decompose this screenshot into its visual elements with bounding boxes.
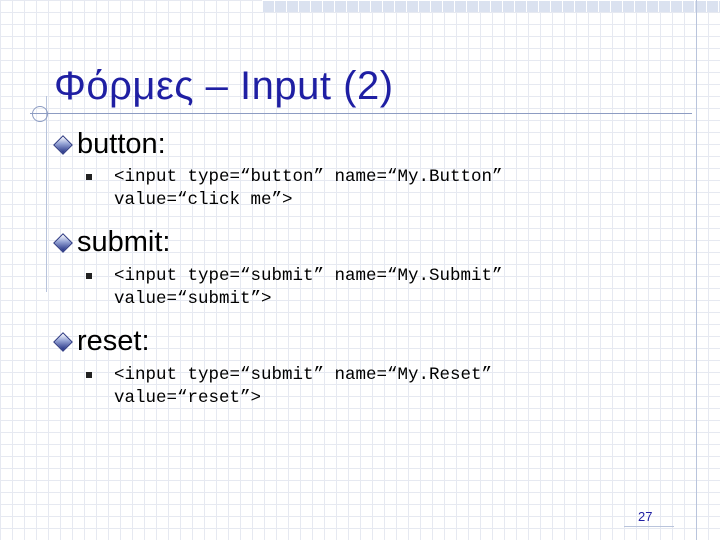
- code-line: <input type=“button” name=“My.Button”: [114, 167, 503, 187]
- left-guide-line: [46, 96, 47, 292]
- square-bullet-icon: [86, 174, 92, 180]
- bullet-submit: submit:: [53, 226, 171, 259]
- slide-title: Φόρμες – Input (2): [54, 64, 394, 108]
- code-line: <input type=“submit” name=“My.Submit”: [114, 266, 503, 286]
- bullet-heading: submit:: [77, 226, 171, 258]
- square-bullet-icon: [86, 273, 92, 279]
- bullet-heading: reset:: [77, 325, 150, 357]
- code-line: <input type=“submit” name=“My.Reset”: [114, 365, 493, 385]
- diamond-bullet-icon: [53, 134, 73, 155]
- page-number-underline: [624, 526, 674, 527]
- page-number: 27: [638, 509, 653, 524]
- code-block-reset: <input type=“submit” name=“My.Reset” val…: [86, 364, 493, 410]
- title-underline: [30, 113, 692, 114]
- diamond-bullet-icon: [53, 331, 73, 352]
- right-guide-line: [696, 0, 697, 540]
- code-block-button: <input type=“button” name=“My.Button” va…: [86, 166, 503, 212]
- code-line: value=“click me”>: [114, 190, 293, 210]
- bullet-heading: button:: [77, 128, 166, 160]
- bullet-reset: reset:: [53, 325, 150, 358]
- crosshair-circle-icon: [32, 106, 48, 122]
- top-decorative-band: [262, 0, 720, 12]
- code-line: value=“submit”>: [114, 289, 272, 309]
- diamond-bullet-icon: [53, 232, 73, 253]
- square-bullet-icon: [86, 372, 92, 378]
- code-line: value=“reset”>: [114, 388, 262, 408]
- code-block-submit: <input type=“submit” name=“My.Submit” va…: [86, 265, 503, 311]
- bullet-button: button:: [53, 128, 166, 161]
